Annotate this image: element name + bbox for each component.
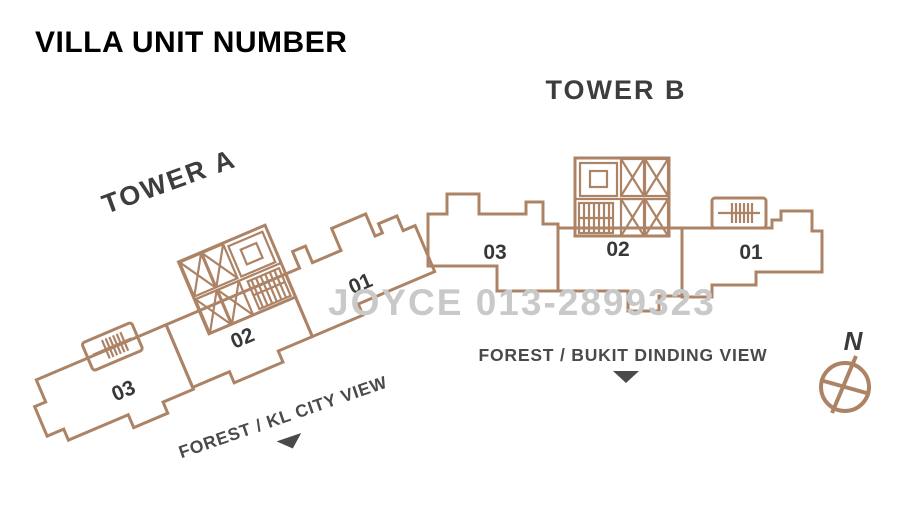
tower-b-unit-02-label: 02 bbox=[606, 238, 629, 261]
tower-b-plan: TOWER B 03 02 01 bbox=[426, 75, 824, 313]
view-direction-arrow-icon bbox=[276, 432, 302, 449]
tower-b-unit-01-outline bbox=[680, 209, 824, 299]
page-title: VILLA UNIT NUMBER bbox=[35, 26, 347, 59]
watermark: JOYCE 013-2899323 bbox=[328, 282, 716, 323]
tower-b-unit-03-label: 03 bbox=[483, 241, 506, 264]
tower-a-view-label: FOREST / KL CITY VIEW bbox=[176, 372, 390, 462]
compass-rose-icon: N bbox=[819, 326, 871, 414]
tower-b-core bbox=[573, 156, 671, 238]
tower-b-view-label: FOREST / BUKIT DINDING VIEW bbox=[479, 345, 768, 365]
tower-a-unit-01-outline bbox=[283, 212, 437, 339]
tower-a-view: FOREST / KL CITY VIEW bbox=[176, 372, 390, 462]
tower-a-title: TOWER A bbox=[98, 144, 240, 220]
tower-a-unit-02-label: 02 bbox=[227, 323, 257, 353]
tower-b-unit-03-outline bbox=[426, 192, 560, 293]
tower-a-stair bbox=[80, 320, 145, 373]
view-direction-arrow-icon bbox=[613, 371, 639, 383]
tower-b-title: TOWER B bbox=[546, 75, 687, 105]
tower-a-unit-03-label: 03 bbox=[108, 376, 138, 406]
tower-b-unit-01-label: 01 bbox=[739, 241, 763, 264]
tower-a-unit-03-outline bbox=[32, 322, 196, 443]
tower-b-view: FOREST / BUKIT DINDING VIEW bbox=[479, 345, 768, 383]
tower-a-core bbox=[177, 223, 298, 336]
tower-b-stair bbox=[710, 196, 768, 230]
compass-north-label: N bbox=[844, 326, 864, 356]
